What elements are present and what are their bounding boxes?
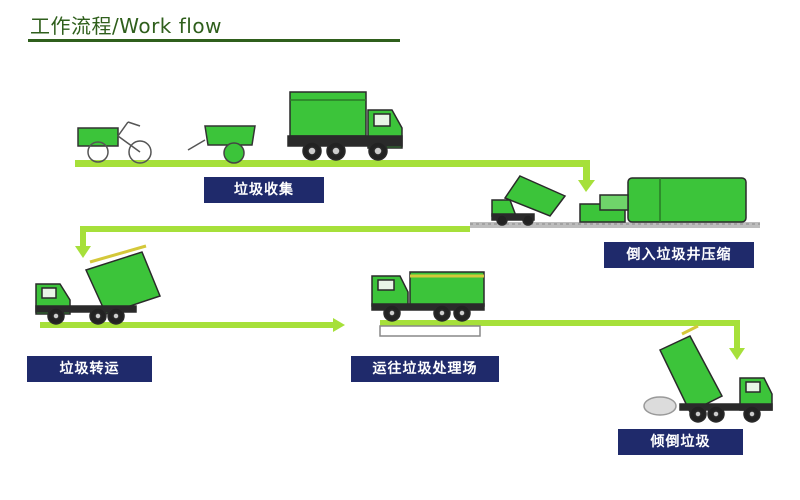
dumping-truck-icon [643, 324, 773, 423]
dump-truck-icon [287, 91, 403, 161]
page-title: 工作流程/Work flow [30, 14, 222, 38]
tricycle-icon [77, 121, 152, 164]
title-underline [28, 39, 400, 42]
step-label-collect: 垃圾收集 [204, 177, 324, 203]
flow-arrows [40, 160, 745, 360]
hook-lift-truck-icon [35, 244, 161, 325]
step-label-compress: 倒入垃圾井压缩 [604, 242, 754, 268]
compression-station-icon [579, 177, 747, 223]
step-label-transfer: 垃圾转运 [27, 356, 152, 382]
step-label-transport: 运往垃圾处理场 [351, 356, 499, 382]
transport-truck-icon [371, 271, 485, 337]
compression-truck-icon [491, 175, 567, 226]
hand-cart-icon [187, 125, 256, 164]
step-label-dump: 倾倒垃圾 [618, 429, 743, 455]
ground-strip [470, 222, 760, 228]
